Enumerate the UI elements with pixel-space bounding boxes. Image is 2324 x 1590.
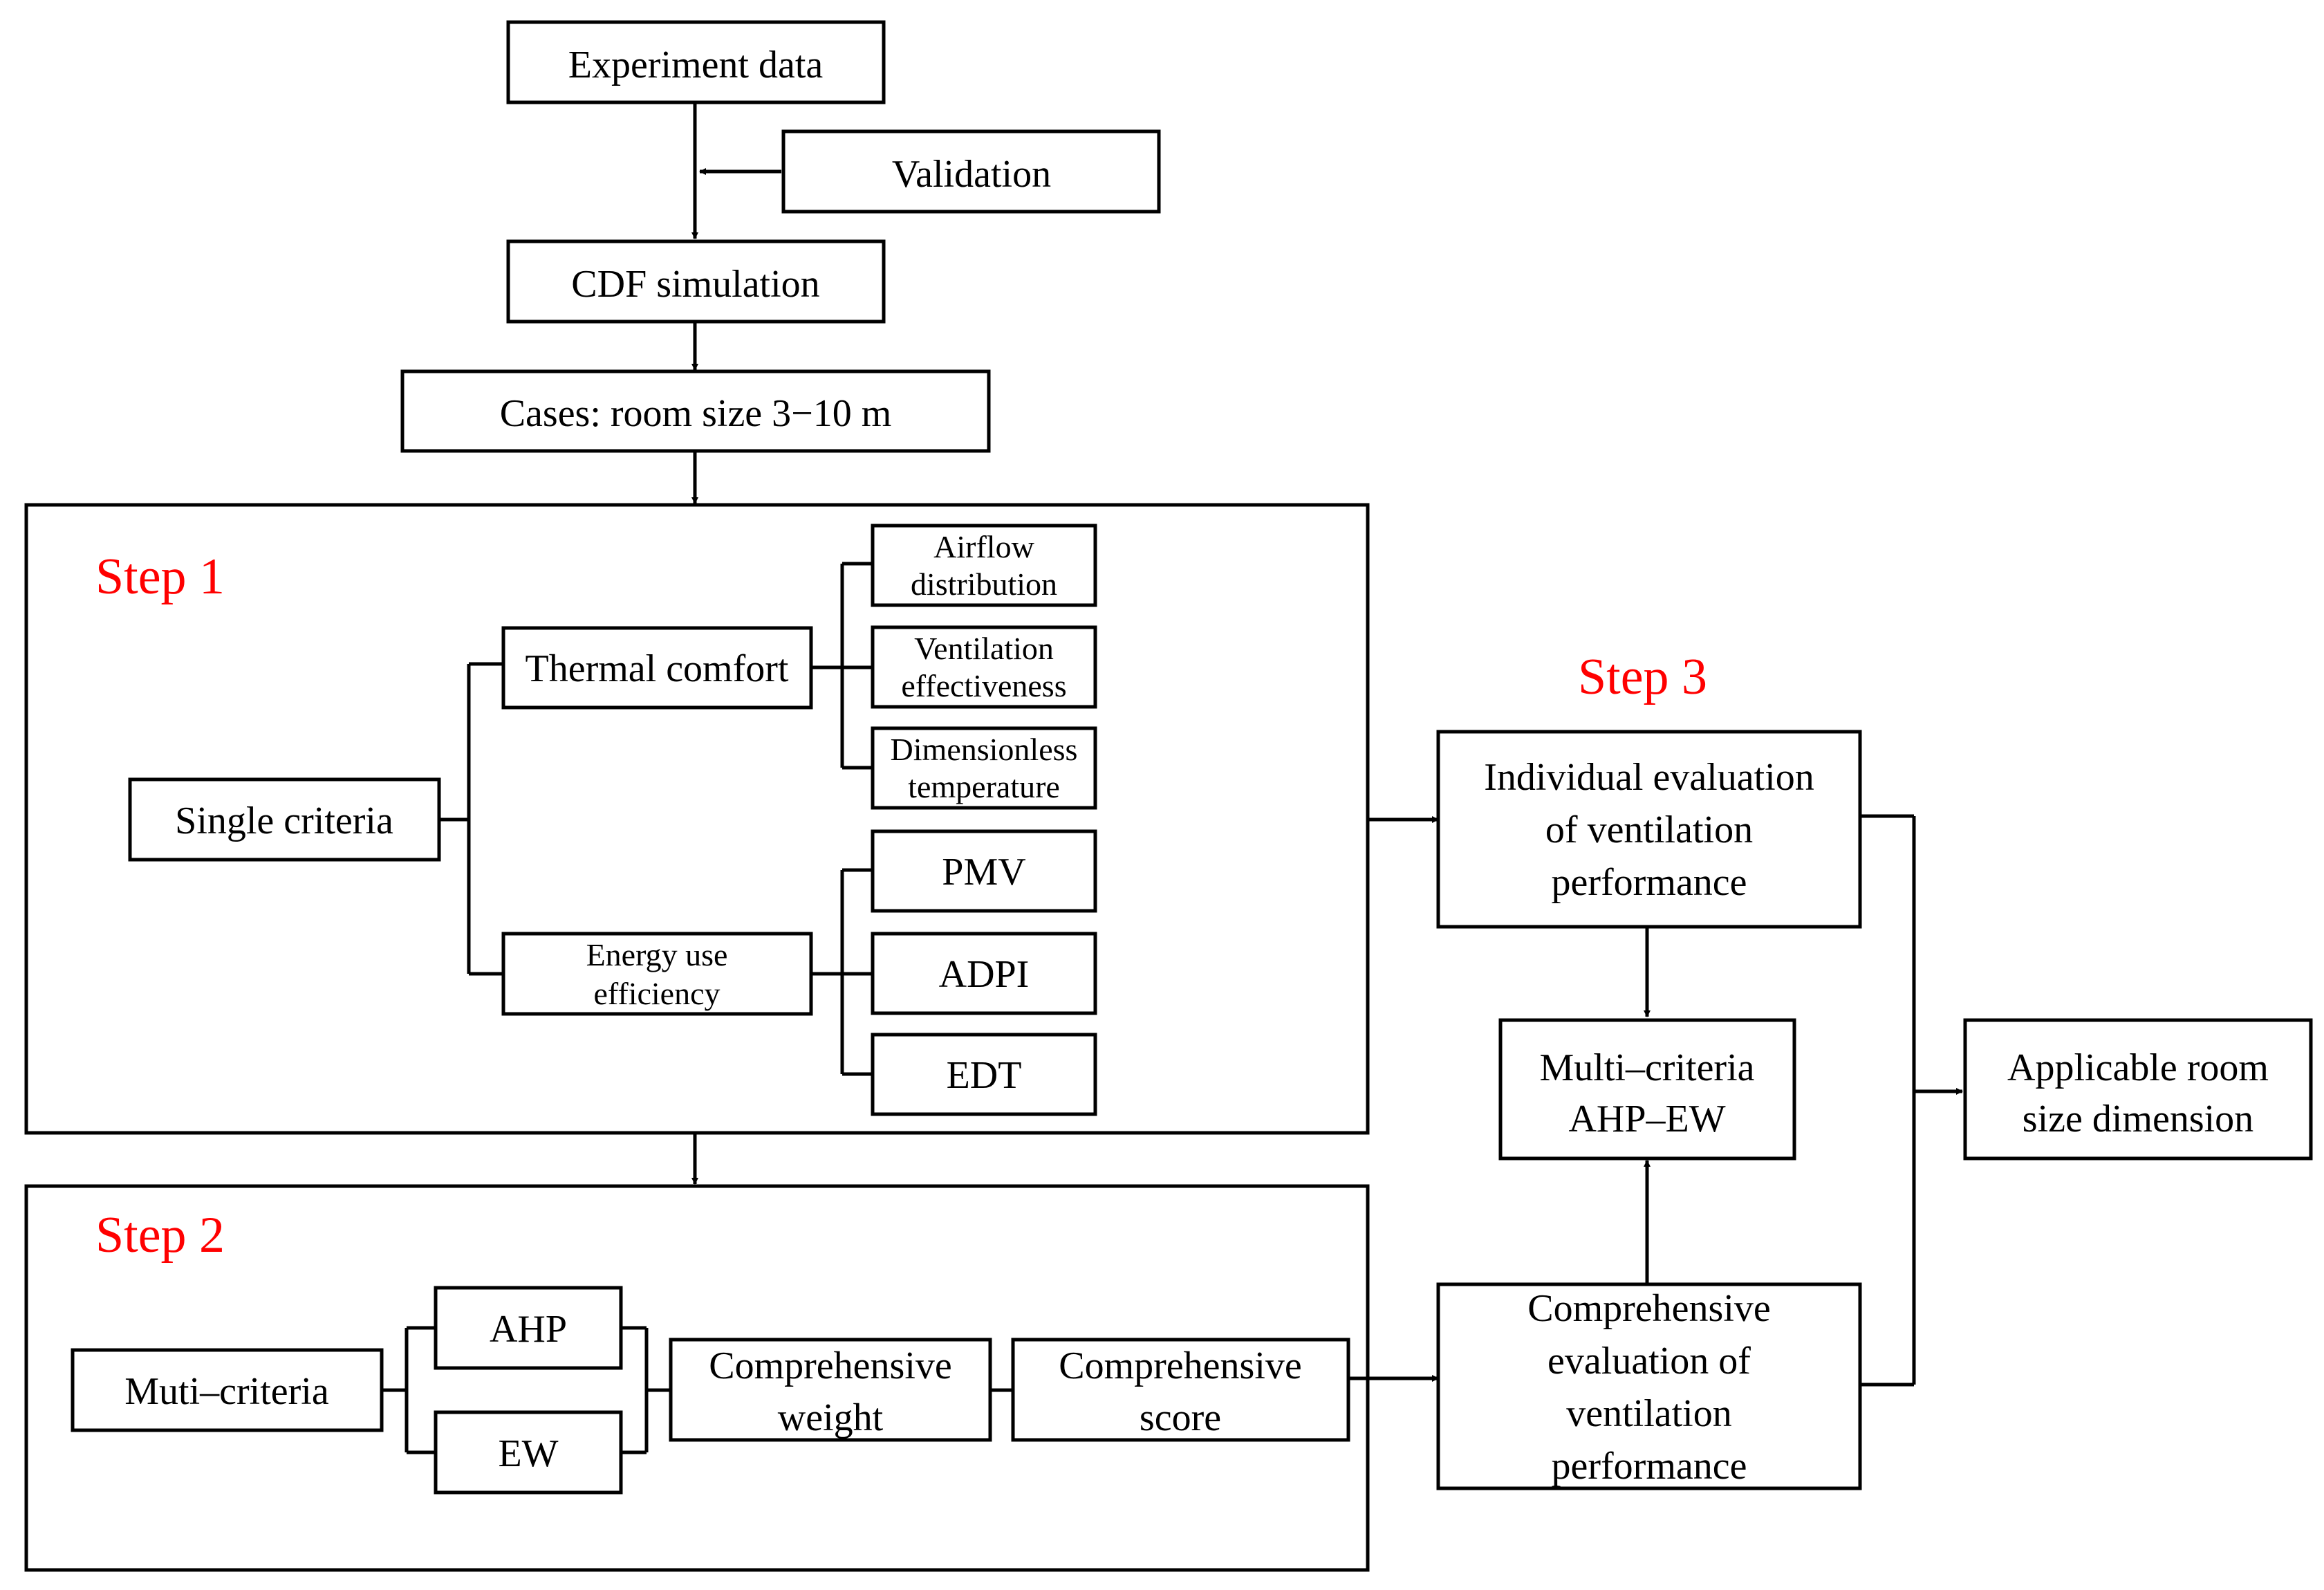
individual-evaluation-box xyxy=(1436,730,1862,929)
multi-criteria-line2: AHP–EW xyxy=(1568,1098,1725,1140)
multi-criteria-ahp-ew-box xyxy=(1498,1018,1796,1161)
comprehensive-evaluation-line4: performance xyxy=(1552,1445,1747,1488)
comprehensive-evaluation-line2: evaluation of xyxy=(1547,1340,1751,1383)
multi-criteria-line1: Multi–criteria xyxy=(1539,1046,1754,1089)
energy-use-line1: Energy use xyxy=(586,937,728,972)
individual-evaluation-line1: Individual evaluation xyxy=(1484,756,1814,799)
edt-label: EDT xyxy=(947,1054,1022,1097)
comprehensive-weight-box xyxy=(669,1338,992,1442)
cdf-simulation-label: CDF simulation xyxy=(571,263,819,306)
comprehensive-weight-line2: weight xyxy=(778,1396,884,1439)
ventilation-line1: Ventilation xyxy=(914,631,1054,666)
ventilation-effectiveness-box xyxy=(871,625,1097,709)
ahp-label: AHP xyxy=(490,1308,567,1351)
step2-label: Step 2 xyxy=(95,1207,225,1264)
ahp-box xyxy=(434,1286,623,1370)
comprehensive-score-line1: Comprehensive xyxy=(1059,1344,1301,1387)
ventilation-line2: effectiveness xyxy=(901,668,1066,703)
experiment-data-box xyxy=(506,20,886,104)
muti-criteria-box xyxy=(71,1348,384,1432)
cases-box xyxy=(400,369,991,453)
applicable-room-line2: size dimension xyxy=(2023,1098,2253,1140)
ew-label: EW xyxy=(498,1432,558,1475)
applicable-room-size-box xyxy=(1963,1018,2313,1161)
step3-label: Step 3 xyxy=(1578,649,1707,705)
single-criteria-label: Single criteria xyxy=(175,799,393,842)
pmv-box xyxy=(871,829,1097,913)
dimensionless-line1: Dimensionless xyxy=(891,732,1078,767)
thermal-comfort-label: Thermal comfort xyxy=(526,647,789,690)
single-criteria-box xyxy=(128,777,441,862)
dimensionless-temperature-box xyxy=(871,726,1097,810)
adpi-label: ADPI xyxy=(939,953,1030,996)
comprehensive-weight-line1: Comprehensive xyxy=(709,1344,951,1387)
cdf-simulation-box xyxy=(506,239,886,324)
cases-label: Cases: room size 3−10 m xyxy=(500,392,892,435)
comprehensive-score-line2: score xyxy=(1140,1396,1221,1439)
experiment-data-label: Experiment data xyxy=(568,44,824,86)
adpi-box xyxy=(871,932,1097,1015)
muti-criteria-label: Muti–criteria xyxy=(124,1370,329,1413)
comprehensive-score-box xyxy=(1011,1338,1350,1442)
comprehensive-evaluation-line3: ventilation xyxy=(1566,1392,1732,1435)
individual-evaluation-line3: performance xyxy=(1552,861,1747,904)
validation-box xyxy=(781,129,1161,214)
ew-box xyxy=(434,1410,623,1495)
individual-evaluation-line2: of ventilation xyxy=(1545,808,1753,851)
airflow-distribution-box xyxy=(871,524,1097,607)
comprehensive-evaluation-line1: Comprehensive xyxy=(1527,1287,1770,1330)
comprehensive-evaluation-box xyxy=(1436,1282,1862,1490)
energy-use-line2: efficiency xyxy=(593,976,720,1011)
step1-label: Step 1 xyxy=(95,548,225,605)
validation-label: Validation xyxy=(892,153,1051,196)
applicable-room-line1: Applicable room xyxy=(2007,1046,2269,1089)
airflow-line1: Airflow xyxy=(933,529,1034,564)
connectors xyxy=(382,102,1963,1454)
airflow-line2: distribution xyxy=(911,566,1057,602)
thermal-comfort-box xyxy=(501,626,813,710)
edt-box xyxy=(871,1033,1097,1116)
dimensionless-line2: temperature xyxy=(908,769,1060,804)
pmv-label: PMV xyxy=(942,851,1025,894)
energy-use-efficiency-box xyxy=(501,932,813,1016)
